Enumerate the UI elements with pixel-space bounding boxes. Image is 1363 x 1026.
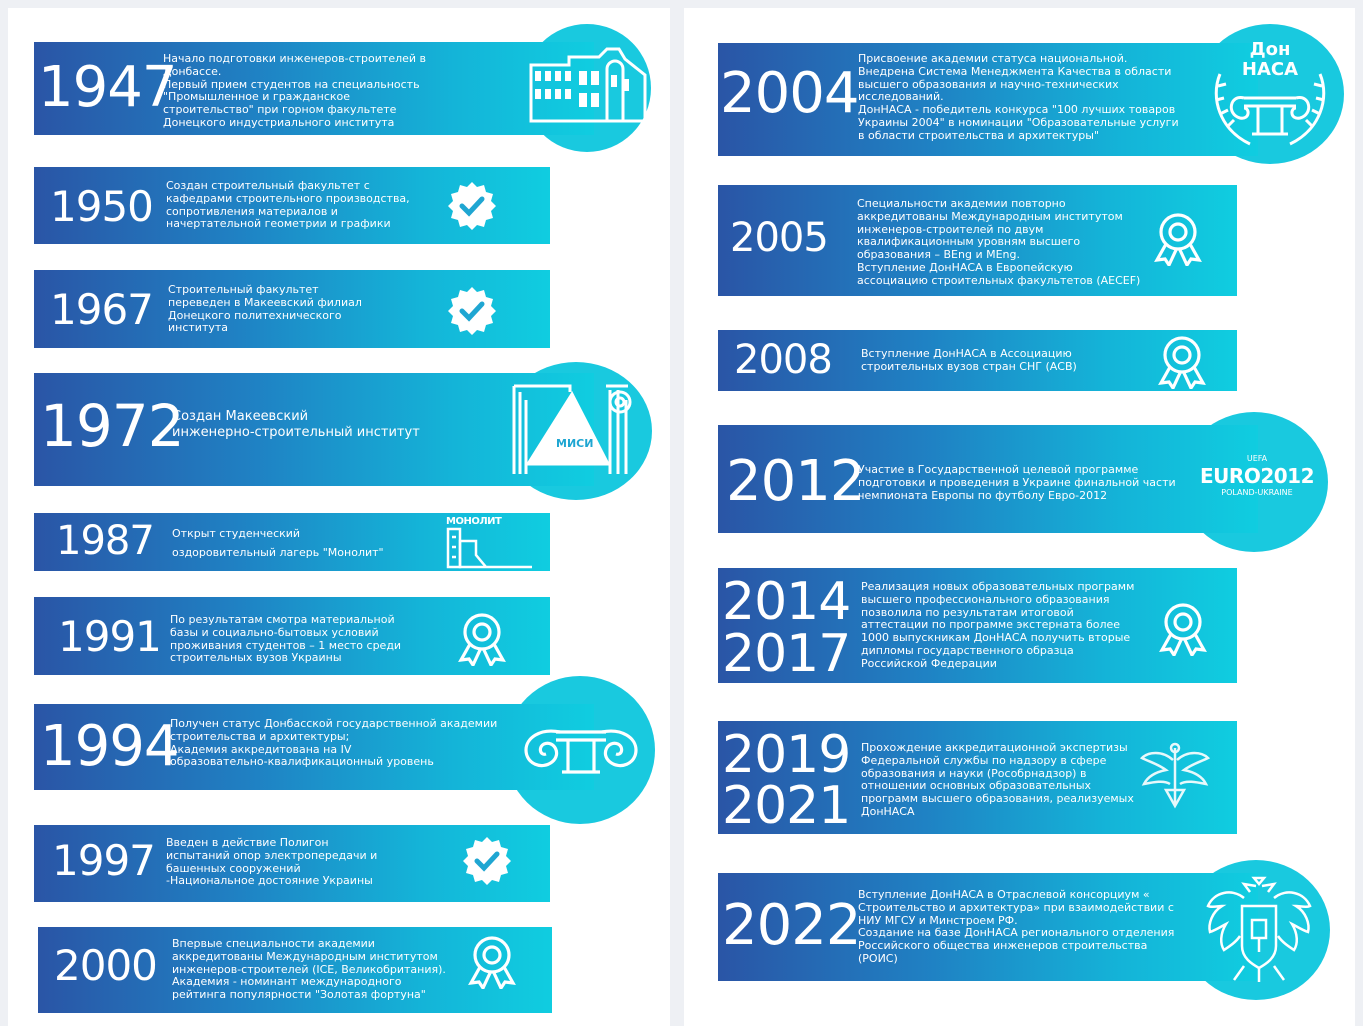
year-label: 1997 bbox=[52, 836, 156, 885]
event-description: Впервые специальности академии аккредито… bbox=[172, 937, 446, 1002]
academy-logo-icon bbox=[520, 722, 642, 778]
award-icon bbox=[456, 610, 508, 666]
year-label: 2012 bbox=[726, 449, 866, 514]
timeline-row-1947 bbox=[34, 42, 594, 135]
euro2012-logo-icon: UEFA EURO2012 POLAND-UKRAINE bbox=[1196, 454, 1318, 508]
uefa-text: UEFA bbox=[1246, 454, 1268, 463]
timeline-row-2000 bbox=[38, 927, 552, 1013]
event-description: Создан Макеевский инженерно-строительный… bbox=[172, 409, 420, 440]
year-label: 1972 bbox=[40, 392, 185, 460]
year-label: 1947 bbox=[38, 55, 178, 120]
award-icon bbox=[466, 933, 518, 989]
award-icon bbox=[1157, 600, 1209, 656]
event-description: По результатам смотра материальной базы … bbox=[170, 613, 402, 665]
year-label: 1994 bbox=[40, 714, 180, 779]
year-label: 2000 bbox=[54, 941, 158, 990]
event-description: Участие в Государственной целевой програ… bbox=[858, 463, 1176, 502]
donnasa-emblem-icon: Дон НАСА bbox=[1206, 34, 1334, 154]
award-icon bbox=[1152, 210, 1204, 266]
year-label: 2008 bbox=[734, 337, 833, 383]
event-description: Получен статус Донбасской государственно… bbox=[170, 717, 498, 769]
misi-logo-icon: МИСИ bbox=[510, 380, 638, 480]
monolit-logo-text: МОНОЛИТ bbox=[446, 516, 502, 527]
euro2012-text: EURO2012 bbox=[1200, 464, 1314, 488]
check-badge-icon bbox=[461, 835, 513, 887]
russia-coat-of-arms-icon bbox=[1204, 876, 1314, 986]
event-description: Вступление ДонНАСА в Ассоциацию строител… bbox=[861, 347, 1077, 373]
event-description: Открыт студенческий оздоровительный лаге… bbox=[172, 527, 384, 559]
event-description: Присвоение академии статуса национальной… bbox=[858, 52, 1179, 142]
timeline-row-1997 bbox=[34, 825, 550, 902]
check-badge-icon bbox=[446, 285, 498, 337]
timeline-row-2005 bbox=[718, 185, 1237, 296]
misi-logo-text: МИСИ bbox=[556, 437, 594, 450]
year-label-end: 2021 bbox=[722, 776, 851, 836]
year-label: 1950 bbox=[50, 182, 154, 231]
award-icon bbox=[1156, 333, 1208, 389]
timeline-row-2014-2017 bbox=[718, 568, 1237, 683]
timeline-row-2022 bbox=[718, 873, 1258, 981]
year-label: 2005 bbox=[730, 215, 829, 261]
year-label: 1987 bbox=[56, 518, 155, 564]
year-label: 1991 bbox=[58, 612, 162, 661]
event-description: Специальности академии повторно аккредит… bbox=[857, 197, 1141, 287]
poland-ukraine-text: POLAND-UKRAINE bbox=[1221, 488, 1293, 497]
event-description: Создан строительный факультет с кафедрам… bbox=[166, 179, 410, 231]
year-label: 2004 bbox=[720, 61, 860, 126]
year-label: 1967 bbox=[50, 285, 154, 334]
event-description: Прохождение аккредитационной экспертизы … bbox=[861, 741, 1134, 818]
event-description: Вступление ДонНАСА в Отраслевой консорци… bbox=[858, 888, 1175, 965]
rosobrnadzor-emblem-icon bbox=[1140, 740, 1210, 812]
year-label-end: 2017 bbox=[722, 624, 851, 684]
timeline-row-1994 bbox=[34, 704, 594, 790]
timeline-row-2008 bbox=[718, 330, 1237, 391]
event-description: Строительный факультет переведен в Макее… bbox=[168, 283, 362, 335]
timeline-row-1972 bbox=[34, 373, 594, 486]
monolit-logo-icon: МОНОЛИТ bbox=[446, 515, 536, 569]
donnasa-logo-text: Дон НАСА bbox=[1241, 39, 1299, 80]
building-icon bbox=[529, 45, 647, 123]
event-description: Реализация новых образовательных програм… bbox=[861, 580, 1135, 670]
timeline-row-2012 bbox=[718, 425, 1258, 533]
event-description: Введен в действие Полигон испытаний опор… bbox=[166, 836, 378, 888]
timeline-row-2004 bbox=[718, 43, 1258, 156]
year-label: 2022 bbox=[722, 893, 862, 958]
year-label: 2014 bbox=[722, 572, 851, 632]
check-badge-icon bbox=[446, 180, 498, 232]
year-label: 2019 bbox=[722, 725, 851, 785]
event-description: Начало подготовки инженеров-строителей в… bbox=[163, 52, 427, 129]
